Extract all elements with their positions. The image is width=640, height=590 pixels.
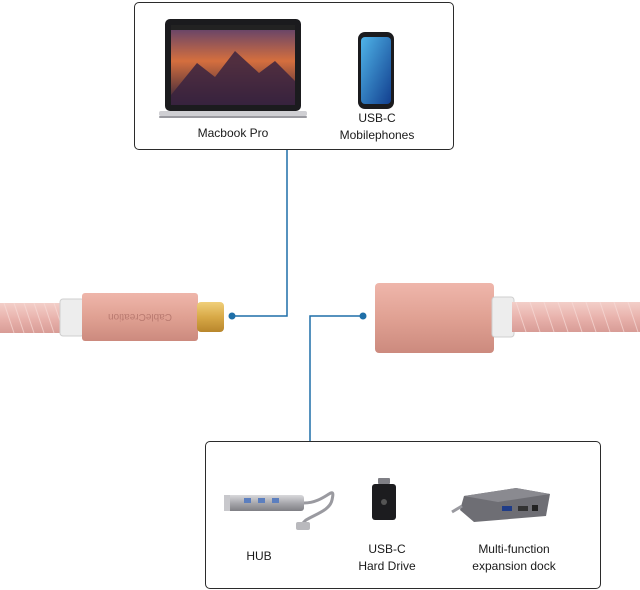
cable-brand-text: CableCreation	[108, 311, 172, 322]
hard-drive-label: USB-C Hard Drive	[358, 542, 416, 573]
macbook-label: Macbook Pro	[197, 126, 269, 140]
connector-line-bottom	[309, 312, 367, 441]
peripheral-devices-box: HUB USB-C Hard Drive Multi-function expa…	[205, 441, 601, 589]
phone-label: USB-C Mobilephones	[339, 111, 415, 142]
host-devices-box: Macbook Pro USB-C Mobilephones	[134, 2, 454, 150]
phone-icon	[358, 32, 394, 109]
connector-line-top	[228, 148, 288, 320]
usb-c-plug-cable	[0, 293, 224, 341]
usb-a-female-cable	[375, 283, 640, 353]
expansion-dock-icon	[451, 488, 550, 522]
macbook-icon	[159, 19, 307, 118]
usb-hub-icon	[224, 491, 335, 530]
hub-label: HUB	[246, 549, 272, 563]
dock-label: Multi-function expansion dock	[472, 542, 556, 573]
hard-drive-icon	[372, 478, 396, 520]
